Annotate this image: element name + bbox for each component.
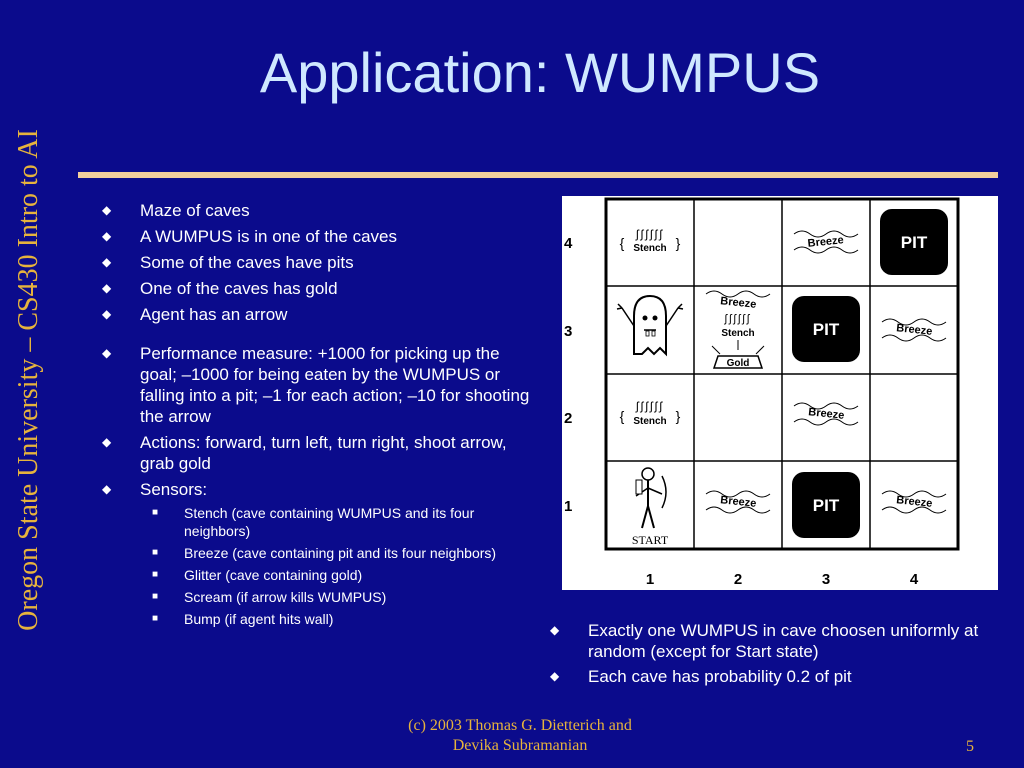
page-number: 5 — [966, 738, 974, 755]
wumpus-icon — [616, 294, 684, 357]
sidebar-text: Oregon State University – CS430 Intro to… — [13, 129, 44, 631]
bullet-item: ◆Exactly one WUMPUS in cave choosen unif… — [550, 621, 979, 661]
stench-1-4: ʃʃʃʃʃʃ { } Stench — [620, 227, 681, 254]
row-label: 3 — [564, 323, 572, 340]
stench-label: Stench — [633, 243, 666, 254]
diamond-bullet-icon: ◆ — [102, 281, 112, 295]
agent-icon — [635, 467, 667, 529]
svg-text:ʃʃʃʃʃʃ: ʃʃʃʃʃʃ — [635, 399, 664, 413]
footer-credit: (c) 2003 Thomas G. Dietterich and Devika… — [370, 716, 670, 756]
row-label: 2 — [564, 410, 572, 427]
stench-1-2: ʃʃʃʃʃʃ { } Stench — [620, 399, 681, 427]
sidebar: Oregon State University – CS430 Intro to… — [8, 60, 50, 700]
bullet-item: ◆A WUMPUS is in one of the caves — [102, 227, 397, 246]
svg-text:ʃʃʃʃʃʃ: ʃʃʃʃʃʃ — [635, 227, 664, 241]
square-bullet-icon: ■ — [152, 613, 159, 624]
pit-label: PIT — [901, 233, 928, 252]
svg-text:{: { — [620, 408, 625, 424]
breeze-4-1: Breeze — [881, 490, 947, 514]
col-label: 3 — [822, 571, 830, 588]
diamond-bullet-icon: ◆ — [102, 229, 112, 243]
bullet-item: ◆Each cave has probability 0.2 of pit — [550, 667, 852, 686]
svg-text:ʃʃʃʃʃʃ: ʃʃʃʃʃʃ — [724, 313, 752, 325]
gold-label: Gold — [727, 358, 750, 369]
bullet-item: ◆Maze of caves — [102, 201, 250, 220]
bullet-item: ◆Performance measure: +1000 for picking … — [102, 344, 530, 426]
diamond-bullet-icon: ◆ — [102, 482, 112, 496]
col-label: 2 — [734, 571, 742, 588]
stench-label: Stench — [633, 416, 666, 427]
square-bullet-icon: ■ — [152, 507, 159, 518]
col-label: 1 — [646, 571, 654, 588]
diamond-bullet-icon: ◆ — [102, 307, 112, 321]
pit-cell-4-4: PIT — [880, 209, 948, 275]
bullet-item: ◆Some of the caves have pits — [102, 253, 354, 272]
breeze-label: Breeze — [896, 494, 933, 510]
pit-label: PIT — [813, 496, 840, 515]
slide-title: Application: WUMPUS — [259, 41, 821, 104]
breeze-3-4: Breeze — [793, 230, 859, 254]
diamond-bullet-icon: ◆ — [102, 346, 112, 360]
sensor-item: ■Stench (cave containing WUMPUS and its … — [152, 505, 475, 539]
diamond-bullet-icon: ◆ — [102, 435, 112, 449]
start-label: START — [632, 533, 669, 547]
breeze-label: Breeze — [808, 406, 845, 422]
diamond-bullet-icon: ◆ — [102, 255, 112, 269]
bullet-item: ◆Actions: forward, turn left, turn right… — [102, 433, 507, 473]
footer-line: Devika Subramanian — [452, 737, 588, 754]
breeze-4-3: Breeze — [881, 318, 947, 342]
stench-label: Stench — [721, 328, 754, 339]
row-label: 4 — [564, 235, 573, 252]
breeze-label: Breeze — [720, 494, 757, 510]
row-label: 1 — [564, 498, 572, 515]
pit-cell-3-1: PIT — [792, 472, 860, 538]
sensor-item: ■Scream (if arrow kills WUMPUS) — [152, 589, 387, 605]
gold-icon: Gold — [711, 340, 765, 369]
footer-line: (c) 2003 Thomas G. Dietterich and — [408, 717, 632, 734]
pit-label: PIT — [813, 320, 840, 339]
diamond-bullet-icon: ◆ — [550, 669, 560, 683]
square-bullet-icon: ■ — [152, 569, 159, 580]
breeze-label: Breeze — [807, 234, 844, 250]
sensor-item: ■Bump (if agent hits wall) — [152, 611, 334, 627]
title-divider — [78, 172, 998, 178]
right-bullet-list: ◆Exactly one WUMPUS in cave choosen unif… — [548, 620, 988, 691]
bullet-item: ◆Sensors: ■Stench (cave containing WUMPU… — [100, 479, 530, 628]
breeze-2-3: Breeze — [705, 290, 771, 311]
bullet-item: ◆Agent has an arrow — [102, 305, 288, 324]
svg-text:}: } — [676, 408, 681, 424]
breeze-2-1: Breeze — [705, 490, 771, 514]
sensor-item: ■Glitter (cave containing gold) — [152, 567, 363, 583]
square-bullet-icon: ■ — [152, 547, 159, 558]
wumpus-world-grid: 4 3 2 1 1 2 3 4 PIT PIT PIT Breeze — [562, 196, 998, 590]
sensor-list: ■Stench (cave containing WUMPUS and its … — [140, 504, 530, 628]
main-bullet-list: ◆Maze of caves ◆A WUMPUS is in one of th… — [100, 200, 530, 633]
svg-text:}: } — [676, 235, 681, 251]
col-label: 4 — [910, 571, 919, 588]
stench-2-3: ʃʃʃʃʃʃ Stench — [721, 313, 754, 339]
square-bullet-icon: ■ — [152, 591, 159, 602]
svg-text:{: { — [620, 235, 625, 251]
sensor-item: ■Breeze (cave containing pit and its fou… — [152, 545, 497, 561]
breeze-label: Breeze — [896, 322, 933, 338]
bullet-item: ◆One of the caves has gold — [102, 279, 338, 298]
pit-cell-3-3: PIT — [792, 296, 860, 362]
diamond-bullet-icon: ◆ — [102, 203, 112, 217]
breeze-label: Breeze — [720, 295, 757, 311]
breeze-3-2: Breeze — [793, 402, 859, 426]
diamond-bullet-icon: ◆ — [550, 623, 560, 637]
